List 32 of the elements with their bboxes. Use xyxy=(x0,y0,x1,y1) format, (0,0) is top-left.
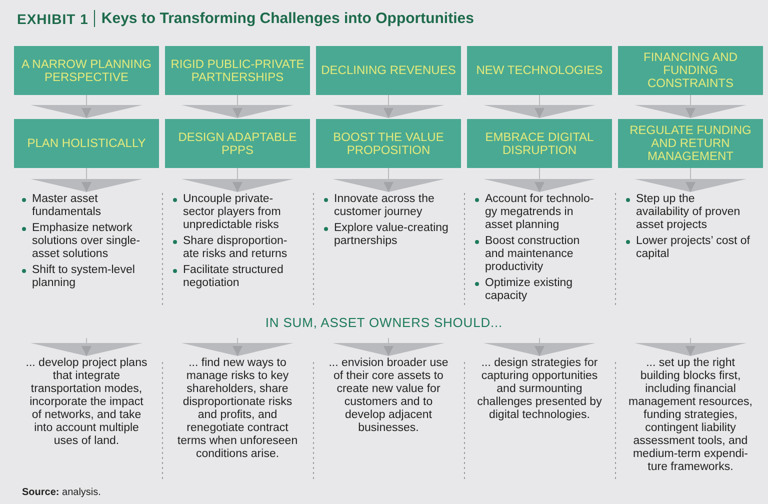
bullet-point: Share disproportion-ate risks and returns xyxy=(171,235,298,261)
bullet-point: Innovate across the customer journey xyxy=(322,193,449,219)
solution-box: BOOST THE VALUE PROPOSITION xyxy=(316,119,461,168)
bullet-point: Shift to system-level planning xyxy=(20,264,147,290)
bullet-point: Optimize existing capacity xyxy=(473,277,600,303)
solution-box: DESIGN ADAPTABLE PPPS xyxy=(165,119,310,168)
bullet-point: Explore value-creating partnerships xyxy=(322,222,449,248)
bullet-point: Account for technolo-gy megatrends in asset planning xyxy=(473,193,600,232)
bullet-point: Lower projects’ cost of capital xyxy=(624,235,751,261)
challenge-box: DECLINING REVENUES xyxy=(316,46,461,95)
section-heading: IN SUM, ASSET OWNERS SHOULD... xyxy=(264,315,504,330)
solution-box: REGULATE FUNDING AND RETURN MANAGEMENT xyxy=(618,119,763,168)
bullet-point: Facilitate structured negotiation xyxy=(171,264,298,290)
challenge-box: A NARROW PLANNING PERSPECTIVE xyxy=(14,46,159,95)
summary-text: ... envision broader use of their core assets to create new value for customers and to develop adjacent businesses. xyxy=(328,357,450,435)
summary-text: ... find new ways to manage risks to key shareholders, share disproportionate risks and profits, and renegotiate contract terms when unforeseen conditions arise. xyxy=(176,357,299,461)
bullet-point: Master asset fundamentals xyxy=(20,193,147,219)
bullet-point: Step up the availability of proven asset projects xyxy=(624,193,751,232)
summary-text: ... develop project plans that integrate transportation modes, incorporate the impact of networks, and take into account multiple uses of land. xyxy=(24,357,148,448)
challenge-box: FINANCING AND FUNDING CONSTRAINTS xyxy=(618,46,763,95)
bullet-point: Emphasize network solutions over single-asset solutions xyxy=(20,222,147,261)
solution-box: EMBRACE DIGITAL DISRUPTION xyxy=(467,119,612,168)
bullet-point: Uncouple private-sector players from unpredictable risks xyxy=(171,193,298,232)
solution-box: PLAN HOLISTICALLY xyxy=(14,119,159,168)
bullet-point: Boost construction and maintenance productivity xyxy=(473,235,600,274)
challenge-box: NEW TECHNOLOGIES xyxy=(467,46,612,95)
summary-text: ... design strategies for capturing opportunities and surmounting challenges presented by digital technologies. xyxy=(477,357,602,422)
source-note: Source: analysis. xyxy=(22,487,101,498)
title: Keys to Transforming Challenges into Opportunities xyxy=(101,10,474,27)
challenge-box: RIGID PUBLIC-PRIVATE PARTNERSHIPS xyxy=(165,46,310,95)
exhibit-label: EXHIBIT 1 xyxy=(17,10,88,26)
summary-text: ... set up the right building blocks first, including financial management resources, funding strategies, contingent liability assessment tools, and medium-term expendi-ture frameworks. xyxy=(628,357,753,474)
